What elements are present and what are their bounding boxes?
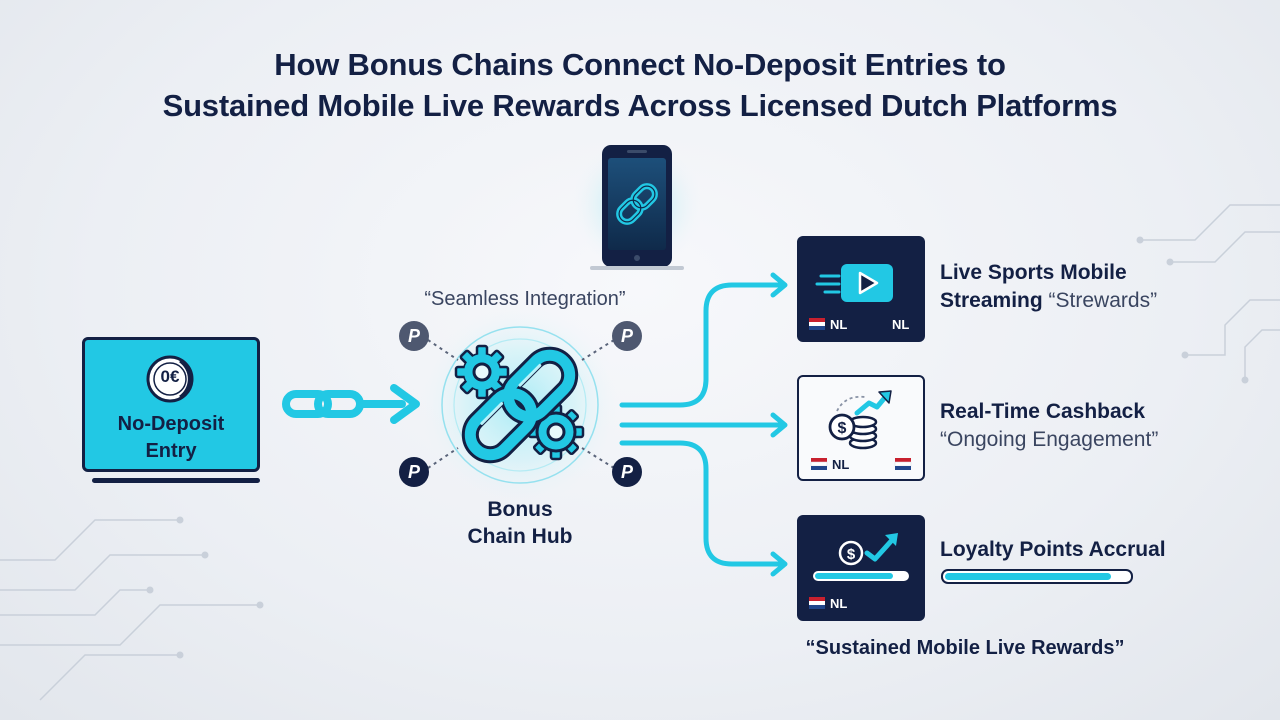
nl-flag-icon	[810, 458, 828, 470]
svg-text:$: $	[847, 546, 856, 563]
nl-flag-icon	[894, 458, 912, 470]
platform-badge-icon: P	[612, 321, 642, 351]
coins-cashback-icon: $	[810, 390, 912, 470]
title-line-1: How Bonus Chains Connect No-Deposit Entr…	[274, 47, 1006, 82]
reward-card-loyalty: $ NL	[797, 515, 925, 621]
reward-branch-arrows	[619, 272, 788, 577]
title-line-2: Sustained Mobile Live Rewards Across Lic…	[162, 88, 1118, 123]
reward-card-live-streaming: NL NL	[797, 236, 925, 342]
bonus-chain-hub	[420, 305, 620, 505]
nl-label: NL	[832, 457, 850, 472]
platform-badge-icon: P	[399, 457, 429, 487]
monitor-base	[92, 478, 260, 483]
nl-flag-icon	[809, 597, 825, 609]
coin-value-label: 0€	[160, 367, 180, 386]
reward-label-cashback: Real-Time Cashback “Ongoing Engagement”	[940, 400, 1159, 451]
platform-badge-icon: P	[399, 321, 429, 351]
play-video-icon	[809, 264, 893, 330]
sustained-rewards-caption: “Sustained Mobile Live Rewards”	[805, 637, 1125, 659]
nl-label: NL	[830, 596, 848, 611]
platform-badge-icon: P	[612, 457, 642, 487]
nl-label: NL	[830, 317, 848, 332]
coin-icon	[146, 355, 194, 403]
dollar-growth-icon: $	[809, 533, 909, 609]
loyalty-progress-fill	[945, 573, 1111, 580]
loyalty-progress-bar	[941, 569, 1133, 584]
reward-label-live-streaming: Live Sports Mobile Streaming “Strewards”	[940, 261, 1158, 312]
reward-label-loyalty: Loyalty Points Accrual	[940, 538, 1166, 561]
svg-text:$: $	[838, 420, 847, 437]
loyalty-card-progress-fill	[815, 573, 893, 579]
page-title: How Bonus Chains Connect No-Deposit Entr…	[0, 44, 1280, 126]
mobile-phone-icon	[571, 139, 703, 271]
no-deposit-entry-label: No-Deposit Entry	[117, 413, 225, 462]
entry-to-hub-chain-arrow	[282, 384, 420, 424]
hub-label: Bonus Chain Hub	[467, 498, 573, 548]
seamless-integration-label: “Seamless Integration”	[424, 288, 626, 310]
reward-card-cashback: $ NL	[797, 375, 925, 481]
nl-label: NL	[892, 317, 910, 332]
gear-icon	[454, 344, 510, 400]
nl-flag-icon	[809, 318, 825, 330]
chain-link-icon	[461, 346, 579, 464]
no-deposit-entry-screen	[82, 337, 260, 472]
